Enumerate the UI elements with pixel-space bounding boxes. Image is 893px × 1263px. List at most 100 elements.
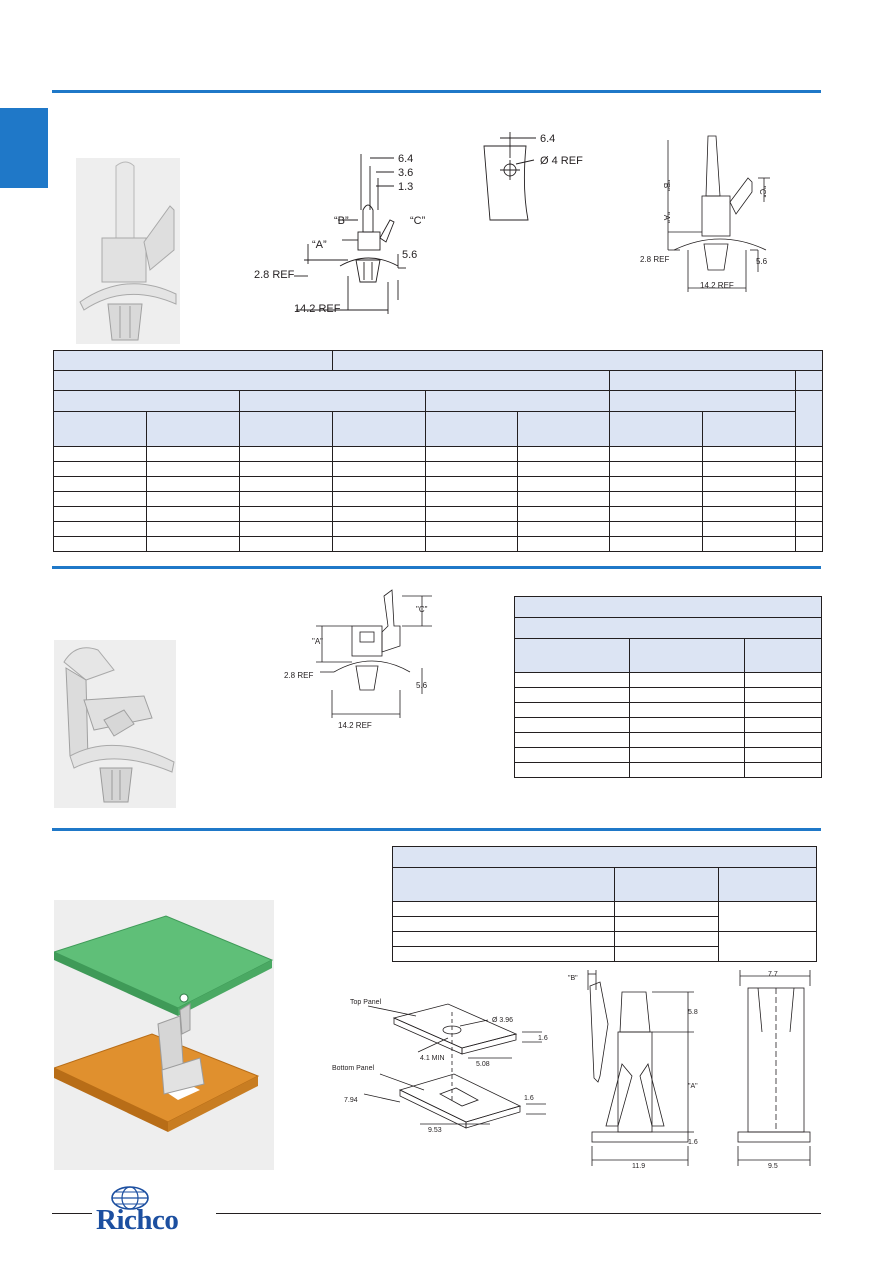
table-header xyxy=(332,411,427,447)
spec-table-3 xyxy=(391,846,818,962)
table-row xyxy=(53,491,824,507)
footer-rule-left xyxy=(52,1213,92,1214)
label-b: “B” xyxy=(334,215,349,227)
table-row xyxy=(53,461,824,477)
dim-label: 7.94 xyxy=(344,1097,358,1104)
drawing-side-view: "B" "C" "A" 2.8 REF 5.6 14.2 REF xyxy=(640,135,770,292)
label-a: “A” xyxy=(312,239,327,251)
table-header xyxy=(391,846,818,868)
drawing-panel-hole: 6.4 Ø 4 REF xyxy=(483,132,583,221)
table-header xyxy=(609,390,797,412)
dim-label: 5.6 xyxy=(416,681,428,690)
dim-label: 1.3 xyxy=(398,181,413,193)
table-row xyxy=(53,521,824,537)
dim-label: 2.8 REF xyxy=(254,269,295,281)
table-header xyxy=(702,411,797,447)
table-row xyxy=(392,931,818,962)
dim-label: 11.9 xyxy=(632,1163,645,1170)
table-row xyxy=(392,946,817,962)
table-header xyxy=(514,638,630,673)
product-photo-pcb-assembly xyxy=(54,900,274,1170)
dim-label: Ø 3.96 xyxy=(492,1017,513,1024)
spec-table-1 xyxy=(52,350,824,552)
hole-diameter-label: Ø 4 REF xyxy=(540,155,583,167)
table-row xyxy=(53,506,824,522)
table-row xyxy=(514,672,823,688)
dim-label: 9.5 xyxy=(768,1163,778,1170)
table-header xyxy=(146,411,240,447)
dim-label: 5.08 xyxy=(476,1061,490,1068)
dim-label: 6.4 xyxy=(540,133,555,145)
dim-label: 9.53 xyxy=(428,1127,442,1134)
label-b: "B" xyxy=(662,180,671,191)
dim-label: 5.6 xyxy=(402,249,417,261)
spec-table-2 xyxy=(513,596,823,778)
table-header xyxy=(614,867,719,902)
label-a: "A" xyxy=(312,637,323,646)
dim-label: 3.6 xyxy=(398,167,413,179)
dim-label: 6.4 xyxy=(398,153,413,165)
dim-label: 2.8 REF xyxy=(640,255,669,264)
dim-label: 14.2 REF xyxy=(338,721,372,730)
table-header xyxy=(53,390,240,412)
table-row xyxy=(514,762,823,778)
table-header xyxy=(795,390,824,447)
table-header xyxy=(517,411,611,447)
section-rule-bottom xyxy=(52,828,821,831)
drawing-panel-mounting: Top Panel Ø 3.96 1.6 4.1 MIN 5.08 Bottom… xyxy=(332,999,548,1134)
section-tab xyxy=(0,108,48,188)
table-header xyxy=(425,390,611,412)
table-header xyxy=(795,370,824,391)
section-rule-middle xyxy=(52,566,821,569)
table-row xyxy=(514,702,823,718)
label-b: "B" xyxy=(568,975,578,982)
table-header xyxy=(238,411,334,447)
dim-label: 14.2 REF xyxy=(700,281,734,290)
table-row xyxy=(514,717,823,733)
table-header xyxy=(513,596,823,618)
table-row xyxy=(514,747,823,763)
drawing-latch-dimensions: "C" "A" 2.8 REF 5.6 14.2 REF xyxy=(284,589,432,730)
top-panel-label: Top Panel xyxy=(350,999,382,1006)
dim-label: 5.8 xyxy=(688,1009,698,1016)
brand-logo: Richco xyxy=(96,1204,179,1236)
label-a: "A" xyxy=(662,212,671,223)
label-a: "A" xyxy=(688,1083,698,1090)
label-c: "C" xyxy=(758,186,767,198)
section-rule-top xyxy=(52,90,821,93)
drawing-spacer-front: 7.7 9.5 xyxy=(737,970,811,1170)
dim-label: 1.6 xyxy=(524,1095,534,1102)
table-header xyxy=(238,390,427,412)
table-header xyxy=(52,370,611,391)
table-header xyxy=(425,411,519,447)
table-row xyxy=(53,536,824,552)
footer-rule-right xyxy=(216,1213,821,1214)
table-header xyxy=(743,638,823,673)
dim-label: 7.7 xyxy=(768,971,778,978)
table-row xyxy=(392,916,817,932)
bottom-panel-label: Bottom Panel xyxy=(332,1065,374,1072)
dim-label: 2.8 REF xyxy=(284,671,313,680)
table-header xyxy=(609,370,797,391)
product-photo-support-clip xyxy=(76,158,180,344)
table-header xyxy=(629,638,745,673)
table-row xyxy=(53,476,824,492)
dim-label: 14.2 REF xyxy=(294,303,341,315)
table-header xyxy=(332,350,824,371)
table-header xyxy=(513,617,823,639)
product-photo-latch-clip xyxy=(54,640,176,808)
globe-icon xyxy=(111,1186,149,1210)
table-header xyxy=(717,867,818,902)
table-row xyxy=(53,446,824,462)
table-header xyxy=(392,867,615,902)
label-c: “C” xyxy=(410,215,426,227)
table-header xyxy=(53,411,147,447)
dim-label: 1.6 xyxy=(538,1035,548,1042)
dim-label: 1.6 xyxy=(688,1139,698,1146)
table-row xyxy=(392,901,818,932)
drawing-spacer-side: "B" 5.8 "A" 1.6 11.9 xyxy=(568,970,698,1170)
label-c: "C" xyxy=(416,605,428,614)
table-row xyxy=(514,732,823,748)
table-header xyxy=(609,411,704,447)
table-row xyxy=(514,687,823,703)
